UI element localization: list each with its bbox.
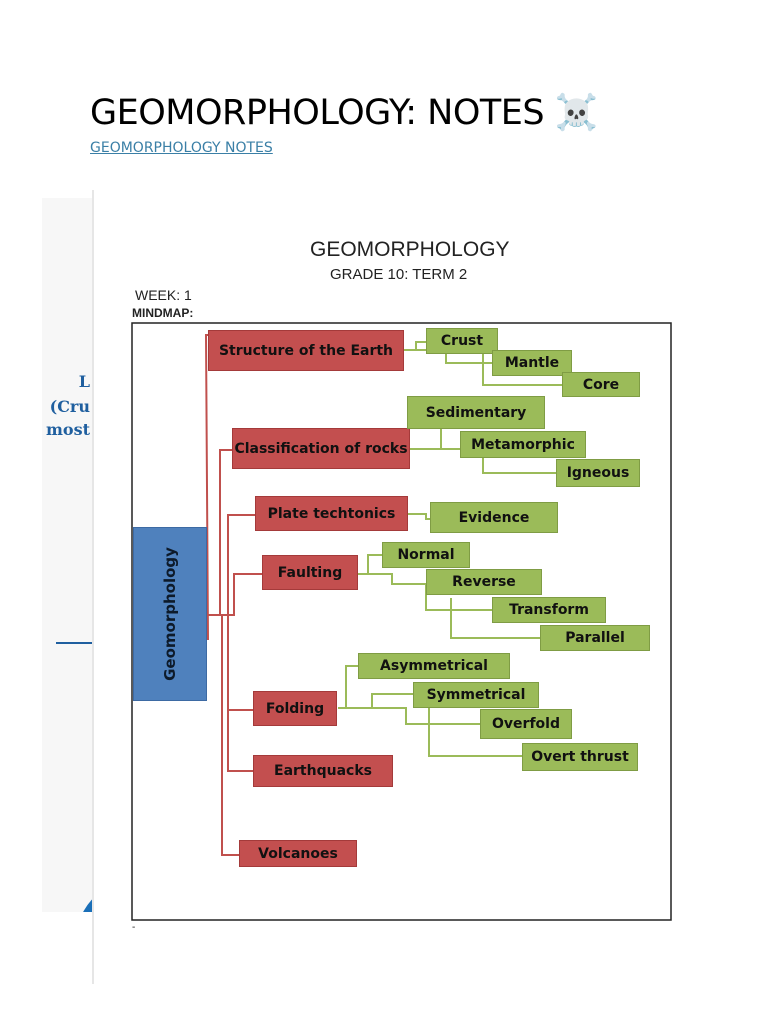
background-text-fragment: (Cru bbox=[49, 397, 90, 416]
leaf-parallel: Parallel bbox=[540, 625, 650, 651]
root-node-label: Geomorphology bbox=[161, 547, 179, 681]
leaf-sedimentary: Sedimentary bbox=[407, 396, 545, 429]
background-divider bbox=[56, 642, 92, 644]
leaf-normal: Normal bbox=[382, 542, 470, 568]
branch-earthquakes: Earthquacks bbox=[253, 755, 393, 787]
background-document: L (Cru most bbox=[42, 198, 92, 912]
page-title: GEOMORPHOLOGY: NOTES ☠️ bbox=[90, 93, 598, 133]
leaf-evidence: Evidence bbox=[430, 502, 558, 533]
branch-volcanoes: Volcanoes bbox=[239, 840, 357, 867]
leaf-mantle: Mantle bbox=[492, 350, 572, 376]
mindmap-diagram: GEOMORPHOLOGY GRADE 10: TERM 2 WEEK: 1 M… bbox=[96, 230, 706, 950]
leaf-igneous: Igneous bbox=[556, 459, 640, 487]
leaf-crust: Crust bbox=[426, 328, 498, 354]
week-label: WEEK: 1 bbox=[135, 287, 192, 303]
footnote-mark: - bbox=[132, 922, 136, 933]
leaf-overt-thrust: Overt thrust bbox=[522, 743, 638, 771]
branch-plate-tectonics: Plate techtonics bbox=[255, 496, 408, 531]
diagram-subtitle: GRADE 10: TERM 2 bbox=[330, 266, 468, 283]
branch-folding: Folding bbox=[253, 691, 337, 726]
branch-structure-of-earth: Structure of the Earth bbox=[208, 330, 404, 371]
leaf-metamorphic: Metamorphic bbox=[460, 431, 586, 458]
section-label: MINDMAP: bbox=[132, 306, 194, 320]
background-text-fragment: L bbox=[78, 372, 90, 391]
leaf-core: Core bbox=[562, 372, 640, 397]
root-node: Geomorphology bbox=[133, 527, 207, 701]
diagram-title: GEOMORPHOLOGY bbox=[310, 238, 510, 261]
branch-classification-of-rocks: Classification of rocks bbox=[232, 428, 410, 469]
document-edge bbox=[92, 190, 94, 984]
branch-faulting: Faulting bbox=[262, 555, 358, 590]
leaf-asymmetrical: Asymmetrical bbox=[358, 653, 510, 679]
leaf-reverse: Reverse bbox=[426, 569, 542, 595]
notes-link[interactable]: GEOMORPHOLOGY NOTES bbox=[90, 140, 273, 156]
background-text-fragment: most bbox=[46, 420, 90, 439]
leaf-overfold: Overfold bbox=[480, 709, 572, 739]
leaf-transform: Transform bbox=[492, 597, 606, 623]
leaf-symmetrical: Symmetrical bbox=[413, 682, 539, 708]
background-logo-shape bbox=[74, 880, 92, 912]
